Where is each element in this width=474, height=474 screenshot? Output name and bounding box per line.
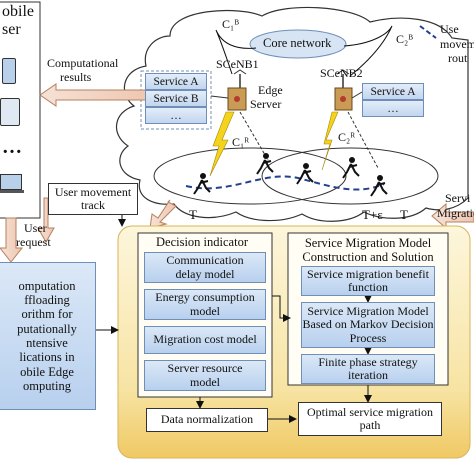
benefit-line1: Service migration benefit bbox=[307, 266, 429, 281]
edge-network-cloud bbox=[115, 6, 469, 222]
computational-results-label-2: results bbox=[60, 70, 92, 84]
scenb2-label: SCeNB2 bbox=[320, 66, 363, 80]
coverage-area-2 bbox=[261, 147, 439, 205]
data-normalization-label: Data normalization bbox=[160, 412, 254, 427]
service-migration-side-line1: Servi bbox=[445, 191, 471, 205]
optimal-line2: path bbox=[359, 418, 381, 432]
migration-cost-box: Migration cost model bbox=[144, 326, 266, 354]
legend-line1: Use bbox=[440, 22, 459, 36]
wireless-dashed-2 bbox=[347, 111, 379, 169]
scenb1-label: SCeNB1 bbox=[216, 57, 259, 71]
migration-benefit-box: Service migration benefit function bbox=[301, 266, 435, 296]
legend-line3: rout bbox=[448, 51, 468, 65]
energy-consumption-box: Energy consumption model bbox=[144, 289, 266, 320]
user-movement-track-line2: track bbox=[81, 198, 105, 212]
edge-server-label-1: Edge bbox=[258, 83, 283, 97]
ellipsis-icon: … bbox=[2, 136, 22, 158]
wireless-link-2 bbox=[321, 111, 339, 171]
core-network-label: Core network bbox=[263, 36, 332, 50]
c1r-label: C₁ᴿ bbox=[232, 135, 250, 149]
walking-user-icon bbox=[193, 153, 388, 197]
service-b-box: Service B bbox=[145, 90, 207, 107]
model-title: Service Migration Model Construction and… bbox=[290, 236, 446, 264]
communication-delay-box: Communication delay model bbox=[144, 252, 266, 283]
service-link-1 bbox=[210, 95, 229, 99]
link-core-scenb2 bbox=[343, 25, 393, 77]
offloading-algorithm-box: omputation ffloading orithm for putation… bbox=[0, 262, 96, 410]
link-core-scenb1 bbox=[215, 29, 257, 75]
decision-indicator-title: Decision indicator bbox=[156, 235, 248, 249]
server-resource-box: Server resource model bbox=[144, 360, 266, 391]
model-title-line1: Service Migration Model bbox=[304, 236, 432, 250]
algorithm-line6: lications in bbox=[19, 350, 75, 365]
user-movement-track-line1: User movement bbox=[54, 184, 132, 199]
time-t-eps-label: T+ε bbox=[362, 207, 383, 222]
mdp-line2: Based on Markov Decision bbox=[302, 317, 434, 332]
service-dots-box: … bbox=[145, 107, 207, 124]
core-network-node bbox=[249, 29, 347, 59]
algorithm-line3: orithm for bbox=[21, 307, 73, 322]
service-link-2 bbox=[351, 91, 363, 99]
user-request-arrow bbox=[0, 217, 24, 263]
mobile-user-title-line1: obile bbox=[2, 3, 34, 20]
service-a-box: Service A bbox=[145, 73, 207, 90]
finite-line2: iteration bbox=[348, 368, 388, 382]
server-resource-line1: Server resource bbox=[167, 361, 243, 376]
c1b-label: C₁ᴮ bbox=[222, 17, 239, 31]
mdp-line1: Service Migration Model bbox=[307, 303, 429, 318]
scenb2-tower-icon bbox=[334, 69, 353, 111]
time-t-right-label: T bbox=[400, 207, 408, 222]
algorithm-line1: omputation bbox=[18, 278, 76, 293]
algorithm-line8: omputing bbox=[23, 379, 71, 394]
server-resource-line2: model bbox=[190, 374, 220, 389]
finite-phase-box: Finite phase strategy iteration bbox=[301, 354, 435, 384]
scenb1-tower-icon bbox=[227, 69, 247, 111]
legend-line2: moveme bbox=[440, 37, 474, 51]
benefit-line2: function bbox=[348, 280, 388, 294]
c2r-label: C₂ᴿ bbox=[338, 130, 356, 144]
computational-results-label-1: Computational bbox=[47, 56, 119, 70]
indicator-to-model-arrow bbox=[272, 295, 291, 322]
communication-line2: delay model bbox=[175, 266, 235, 281]
legend-track-line bbox=[419, 25, 437, 39]
user-request-label-1: User bbox=[24, 221, 47, 235]
phone-icon bbox=[2, 58, 16, 84]
user-movement-track-box: User movement track bbox=[48, 183, 138, 215]
laptop-base-icon bbox=[0, 190, 24, 193]
optimal-line1: Optimal service migration bbox=[307, 404, 433, 419]
algorithm-line5: ntensive bbox=[26, 336, 68, 350]
finite-line1: Finite phase strategy bbox=[318, 354, 418, 369]
time-t-left-label: T bbox=[189, 207, 197, 222]
optimal-path-box: Optimal service migration path bbox=[298, 402, 442, 436]
c2b-label: C₂ᴮ bbox=[396, 32, 413, 46]
algorithm-line2: ffloading bbox=[24, 292, 70, 307]
laptop-icon bbox=[0, 174, 22, 190]
energy-line2: model bbox=[190, 303, 220, 318]
communication-line1: Communication bbox=[166, 253, 244, 268]
user-movement-track bbox=[185, 175, 385, 191]
data-normalization-box: Data normalization bbox=[146, 408, 268, 432]
wireless-link-1 bbox=[209, 111, 235, 177]
tablet-icon bbox=[0, 98, 20, 126]
energy-line1: Energy consumption bbox=[155, 290, 255, 305]
algorithm-line4: putationally bbox=[17, 321, 77, 336]
markov-model-box: Service Migration Model Based on Markov … bbox=[301, 302, 435, 348]
algorithm-line7: obile Edge bbox=[20, 364, 74, 379]
model-title-line2: Construction and Solution bbox=[302, 250, 434, 264]
mdp-line3: Process bbox=[349, 330, 387, 345]
user-request-label-2: request bbox=[16, 235, 51, 249]
migration-cost-label: Migration cost model bbox=[153, 332, 257, 347]
mobile-user-title-line2: ser bbox=[2, 21, 21, 38]
coverage-area-1 bbox=[153, 147, 347, 205]
service-migration-side-line2: Migratio bbox=[437, 206, 474, 220]
service-a2-box: Service A bbox=[362, 83, 424, 100]
wireless-dashed-1 bbox=[239, 111, 269, 161]
service-dots2-box: … bbox=[362, 100, 424, 117]
edge-server-label-2: Server bbox=[250, 97, 282, 111]
